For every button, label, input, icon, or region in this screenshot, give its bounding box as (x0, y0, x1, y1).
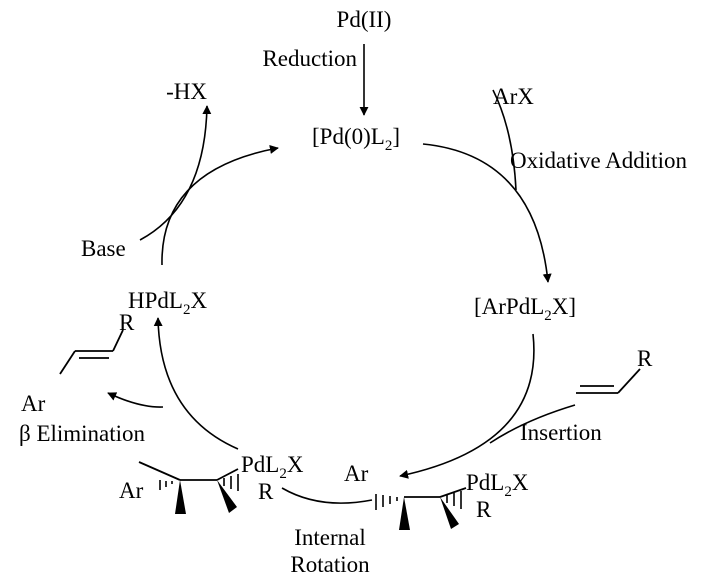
hpd-complex-label: HPdL2X (128, 288, 207, 318)
insertion-arrow (399, 333, 535, 479)
product-ar-bond (59, 350, 76, 375)
hx-label: -HX (166, 79, 207, 104)
right-ar-label: Ar (344, 461, 369, 486)
alkene-entry-curve (489, 404, 576, 444)
reduction-label: Reduction (262, 46, 357, 71)
left-pd-label: PdL2X (241, 452, 304, 482)
right-r-label: R (476, 497, 492, 522)
rotation-label: Rotation (290, 552, 370, 577)
base-hx-arrow (139, 105, 212, 241)
arx-entry-curve (492, 89, 517, 191)
beta-elimination-label: β Elimination (19, 421, 146, 446)
insertion-label: Insertion (520, 420, 602, 445)
pd2-label: Pd(II) (337, 7, 392, 32)
right-alkylpd-structure (375, 487, 467, 530)
product-r-label: R (119, 310, 135, 335)
right-pd-label: PdL2X (466, 470, 529, 500)
alkene-r-label: R (637, 346, 653, 371)
base-label: Base (81, 236, 126, 261)
arx-label: ArX (493, 84, 534, 109)
oxidative-addition-arrow (422, 143, 552, 283)
pd0-complex-label: [Pd(0)L2] (312, 124, 400, 154)
arpd-complex-label: [ArPdL2X] (474, 294, 576, 324)
left-ar-label: Ar (119, 478, 144, 503)
internal-label: Internal (294, 525, 366, 550)
product-ar-label: Ar (21, 391, 46, 416)
beta-elimination-arrow (153, 317, 239, 450)
alkene-r-bond (617, 368, 641, 394)
left-alkylpd-structure (138, 461, 239, 514)
oxidative-addition-label: Oxidative Addition (510, 148, 687, 173)
internal-rotation-arrow (281, 487, 373, 504)
left-r-label: R (258, 479, 274, 504)
alkene-product-release-arrow (107, 392, 164, 408)
product-r-bond (112, 329, 124, 352)
